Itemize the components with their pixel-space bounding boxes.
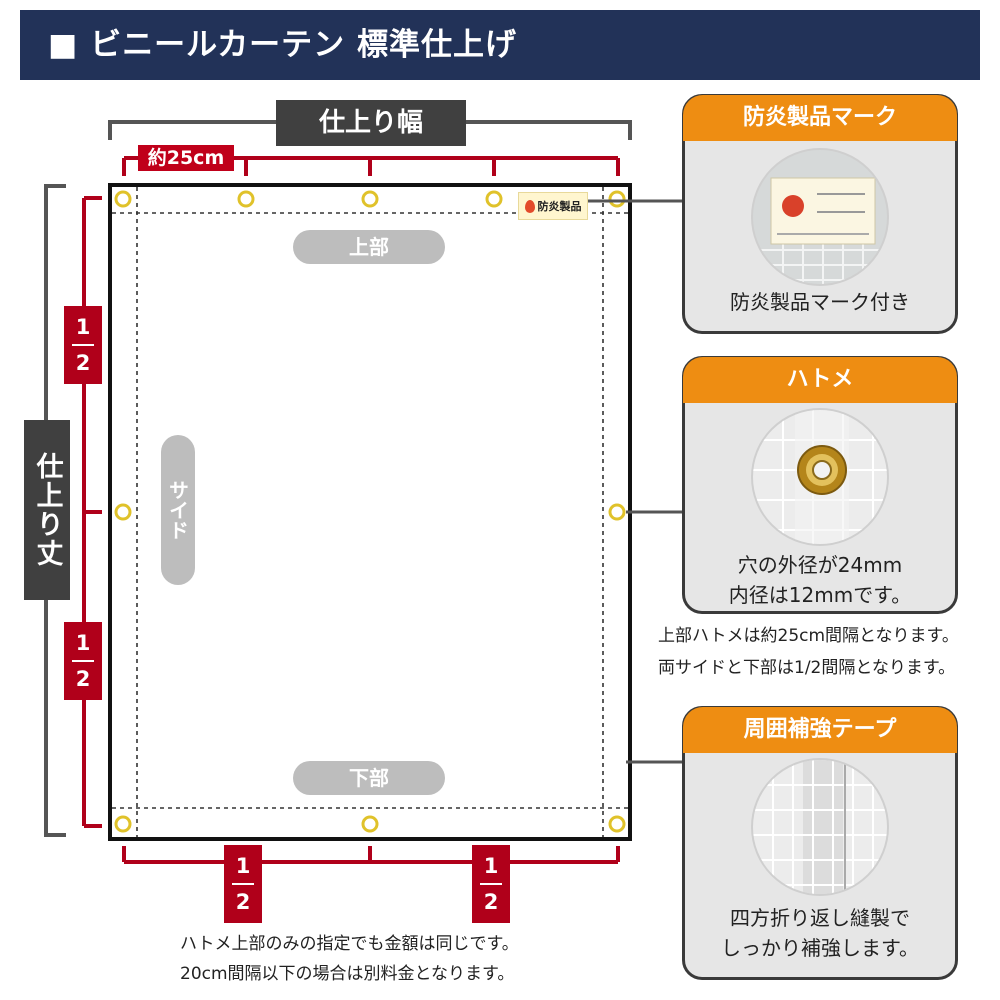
fraction-denominator: 2 xyxy=(75,351,91,375)
tape-caption-2: しっかり補強します。 xyxy=(721,936,919,960)
reinforcement-tape-panel-title: 周囲補強テープ xyxy=(683,707,957,753)
fraction-numerator: 1 xyxy=(75,315,91,339)
grommet-panel-title: ハトメ xyxy=(683,357,957,403)
fraction-bar xyxy=(232,883,254,885)
page-title: ■ ビニールカーテン 標準仕上げ xyxy=(20,10,980,80)
finished-width-label: 仕上り幅 xyxy=(276,100,466,146)
grommet-illustration xyxy=(753,410,887,544)
fraction-left-top: 1 2 xyxy=(64,306,102,384)
fraction-bar xyxy=(72,660,94,662)
fraction-bar xyxy=(72,344,94,346)
fraction-numerator: 1 xyxy=(235,854,251,878)
fraction-bar xyxy=(480,883,502,885)
fraction-numerator: 1 xyxy=(75,631,91,655)
fraction-bottom-right: 1 2 xyxy=(472,845,510,923)
fraction-left-bottom: 1 2 xyxy=(64,622,102,700)
grommet-caption-1: 穴の外径が24mm xyxy=(737,553,903,577)
spacing-label: 約25cm xyxy=(138,145,234,171)
fraction-denominator: 2 xyxy=(483,890,499,914)
fireproof-mark-panel-title: 防炎製品マーク xyxy=(683,95,957,141)
fireproof-tag-illustration xyxy=(753,177,887,284)
fraction-bottom-left: 1 2 xyxy=(224,845,262,923)
price-note-2: 20cm間隔以下の場合は別料金となります。 xyxy=(180,964,515,984)
tape-illustration xyxy=(753,760,887,894)
top-section-label: 上部 xyxy=(293,230,445,264)
spacing-note-2: 両サイドと下部は1/2間隔となります。 xyxy=(658,658,956,678)
finished-height-label: 仕上り丈 xyxy=(24,420,70,600)
side-section-label: サイド xyxy=(161,435,195,585)
curtain-frame xyxy=(108,183,632,841)
grommets xyxy=(114,190,626,833)
fraction-denominator: 2 xyxy=(75,667,91,691)
fireproof-mark-photo xyxy=(751,148,889,286)
fireproof-mark-caption: 防炎製品マーク付き xyxy=(730,290,910,314)
flame-icon xyxy=(524,199,535,213)
fraction-denominator: 2 xyxy=(235,890,251,914)
bottom-section-label: 下部 xyxy=(293,761,445,795)
grommet-photo xyxy=(751,408,889,546)
price-note-1: ハトメ上部のみの指定でも金額は同じです。 xyxy=(180,934,519,954)
spacing-note-1: 上部ハトメは約25cm間隔となります。 xyxy=(658,626,959,646)
reinforcement-tape-photo xyxy=(751,758,889,896)
side-spacing-bracket xyxy=(82,196,102,828)
fireproof-mark-badge: 防炎製品 xyxy=(518,192,588,220)
connector-lines xyxy=(588,199,682,764)
stitch-lines xyxy=(112,187,628,837)
bottom-spacing-bracket xyxy=(122,846,620,864)
grommet-caption-2: 内径は12mmです。 xyxy=(728,583,912,607)
tape-caption-1: 四方折り返し縫製で xyxy=(730,906,910,930)
fireproof-mark-badge-text: 防炎製品 xyxy=(537,200,582,213)
fraction-numerator: 1 xyxy=(483,854,499,878)
